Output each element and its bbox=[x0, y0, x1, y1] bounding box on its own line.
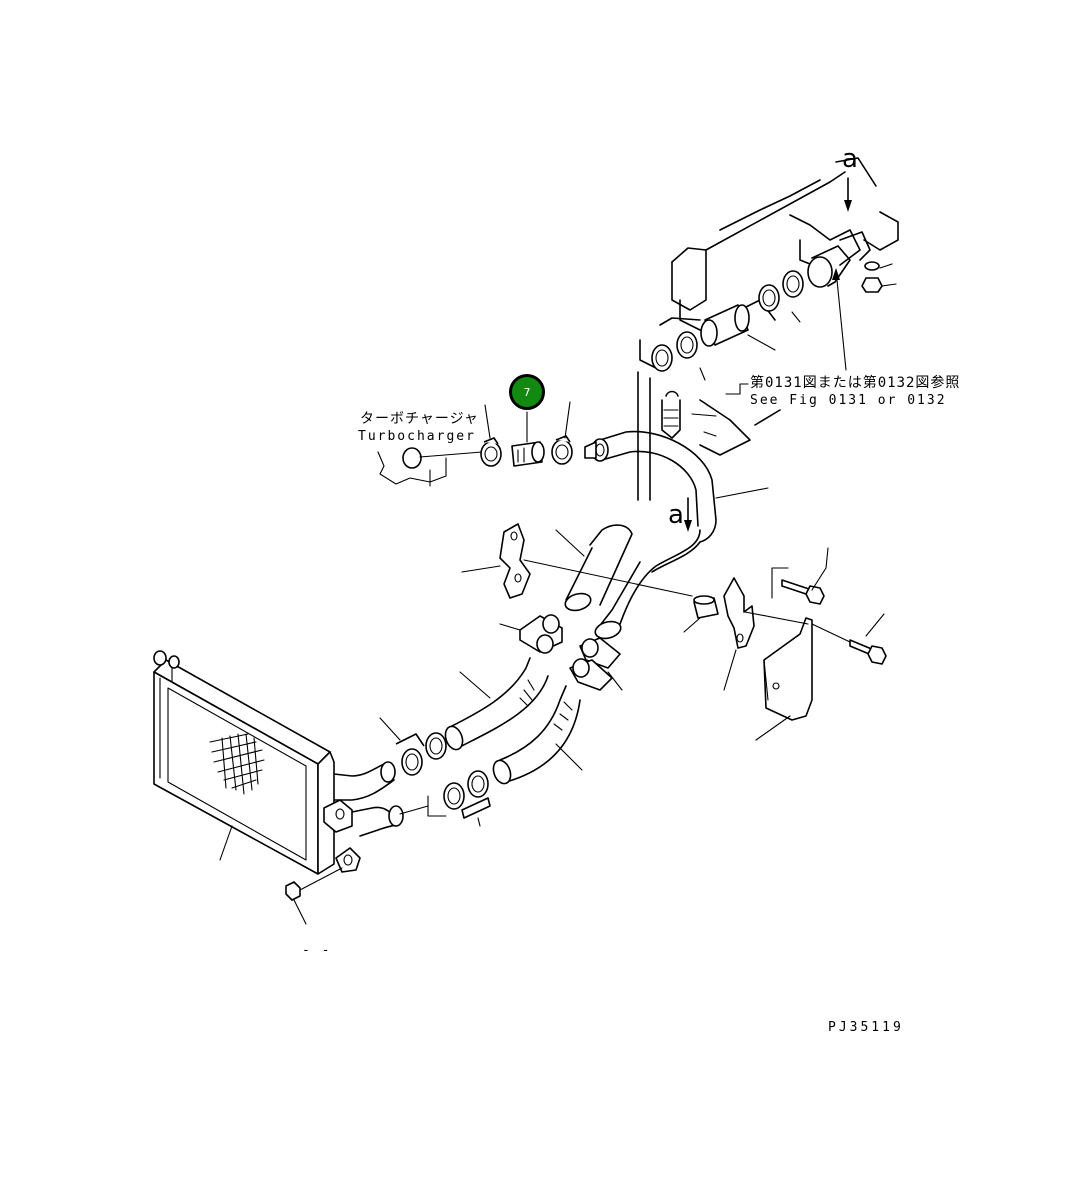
aftercooler bbox=[153, 650, 429, 925]
stray-mark: - - bbox=[302, 943, 332, 958]
see-fig-label-en: See Fig 0131 or 0132 bbox=[750, 393, 947, 408]
see-fig-label-jp: 第0131図または第0132図参照 bbox=[750, 375, 961, 391]
arrow-a-mid bbox=[684, 497, 692, 532]
lower-hoses bbox=[444, 657, 583, 785]
vertical-pipes bbox=[637, 371, 717, 501]
drawing-reference-code: PJ35119 bbox=[828, 1020, 904, 1035]
core-mesh bbox=[209, 733, 265, 795]
part-callout-7[interactable]: 7 bbox=[509, 374, 545, 410]
right-bracket bbox=[723, 547, 887, 741]
lower-clamps bbox=[379, 717, 491, 827]
arrow-a-mid-label: a bbox=[668, 500, 684, 530]
left-bracket bbox=[461, 523, 693, 599]
turbocharger-connection bbox=[377, 447, 483, 487]
see-fig-leader bbox=[725, 268, 847, 395]
turbocharger-label-en: Turbocharger bbox=[358, 429, 476, 444]
upper-elbow-assembly bbox=[651, 231, 897, 381]
middle-clamps bbox=[499, 614, 623, 691]
arrow-a-top-label: a bbox=[842, 144, 858, 174]
turbocharger-label-jp: ターボチャージャ bbox=[360, 411, 479, 427]
upper-hose-line bbox=[480, 401, 769, 543]
spacer-collar bbox=[683, 595, 719, 633]
arrow-a-top bbox=[844, 177, 852, 212]
lower-y-pipes bbox=[555, 524, 701, 640]
